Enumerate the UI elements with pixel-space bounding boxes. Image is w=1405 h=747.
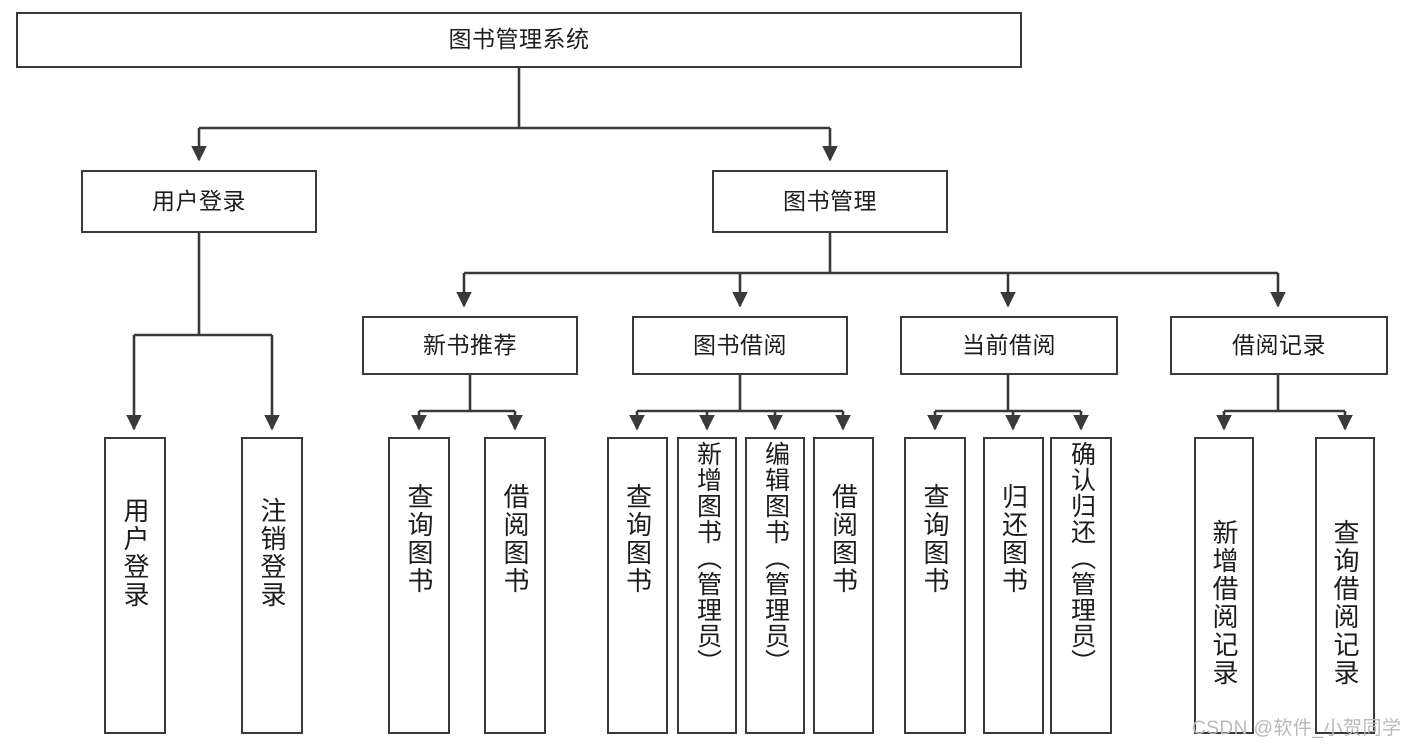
leaf-borrow-book-recommend[interactable]: 借阅图书 [484,437,546,734]
leaf-user-login[interactable]: 用户登录 [104,437,166,734]
node-label: 注销登录 [257,497,287,609]
node-label: 借阅记录 [1232,331,1326,358]
node-borrow-record[interactable]: 借阅记录 [1170,316,1388,375]
node-label: 编辑图书（管理员） [761,441,790,675]
node-label: 用户登录 [152,187,246,214]
node-label: 新书推荐 [423,331,517,358]
node-label: 归还图书 [998,483,1029,595]
node-label: 图书管理 [783,187,877,214]
node-label: 借阅图书 [828,483,859,595]
node-book-management[interactable]: 图书管理 [712,170,948,233]
leaf-confirm-return-admin[interactable]: 确认归还（管理员） [1050,437,1112,734]
node-label: 图书管理系统 [448,26,590,53]
node-label: 查询图书 [404,483,434,595]
node-label: 当前借阅 [962,331,1056,358]
node-user-login[interactable]: 用户登录 [81,170,317,233]
node-label: 查询图书 [622,483,653,595]
leaf-add-borrow-record[interactable]: 新增借阅记录 [1194,437,1254,734]
watermark-text: CSDN @软件_小贺同学 [1192,718,1402,739]
node-label: 用户登录 [120,497,150,609]
leaf-query-book-current[interactable]: 查询图书 [904,437,966,734]
leaf-borrow-book[interactable]: 借阅图书 [813,437,874,734]
node-new-book-recommend[interactable]: 新书推荐 [362,316,578,375]
node-label: 图书借阅 [693,331,787,358]
leaf-query-book[interactable]: 查询图书 [607,437,668,734]
leaf-edit-book-admin[interactable]: 编辑图书（管理员） [745,437,805,734]
leaf-return-book[interactable]: 归还图书 [983,437,1044,734]
node-root-system[interactable]: 图书管理系统 [16,12,1022,68]
leaf-query-borrow-record[interactable]: 查询借阅记录 [1315,437,1375,734]
node-label: 查询借阅记录 [1330,519,1360,687]
node-book-borrow[interactable]: 图书借阅 [632,316,848,375]
node-label: 新增图书（管理员） [693,441,722,675]
node-current-borrow[interactable]: 当前借阅 [900,316,1118,375]
node-label: 查询图书 [920,483,950,595]
node-label: 确认归还（管理员） [1067,441,1096,675]
leaf-query-book-recommend[interactable]: 查询图书 [388,437,450,734]
node-label: 借阅图书 [500,483,530,595]
leaf-user-logout[interactable]: 注销登录 [241,437,303,734]
leaf-add-book-admin[interactable]: 新增图书（管理员） [677,437,737,734]
node-label: 新增借阅记录 [1209,519,1239,687]
